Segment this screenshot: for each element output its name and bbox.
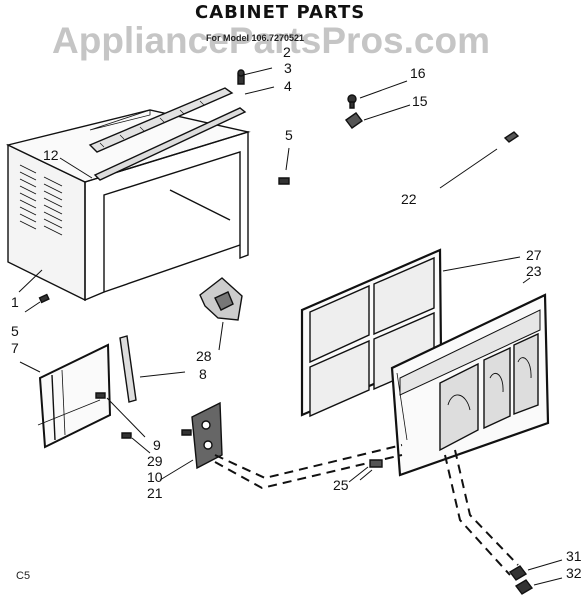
connector-part-25 [360, 460, 382, 480]
callout-23[interactable]: 23 [526, 263, 542, 279]
callout-31[interactable]: 31 [566, 548, 582, 564]
top-rail [95, 108, 245, 180]
screw-part-5-left [25, 294, 49, 312]
watermark: AppliancePartsPros.com [52, 20, 490, 61]
reference-code: C5 [16, 570, 31, 582]
callout-1[interactable]: 1 [11, 294, 19, 310]
callout-2[interactable]: 2 [283, 44, 291, 60]
cabinet-shell [8, 110, 248, 300]
callout-28[interactable]: 28 [196, 348, 212, 364]
control-panel-plate [160, 403, 222, 480]
screws-parts-9-29-10 [96, 393, 150, 453]
callout-22[interactable]: 22 [401, 191, 417, 207]
terminals-parts-31-32 [510, 560, 562, 594]
curtain-strip [120, 336, 136, 402]
clip-part-15 [346, 105, 410, 128]
callout-8[interactable]: 8 [199, 366, 207, 382]
motor-bracket [200, 278, 242, 350]
callout-15[interactable]: 15 [412, 93, 428, 109]
screw-part-16 [348, 81, 407, 108]
callout-10[interactable]: 10 [147, 469, 163, 485]
callout-27[interactable]: 27 [526, 247, 542, 263]
callout-12[interactable]: 12 [43, 147, 59, 163]
callout-3[interactable]: 3 [284, 60, 292, 76]
callout-9[interactable]: 9 [153, 437, 161, 453]
model-subtitle: For Model 106.7270521 [206, 33, 305, 43]
callout-32[interactable]: 32 [566, 565, 582, 581]
screw-part-5-top [279, 148, 289, 184]
callout-29[interactable]: 29 [147, 453, 163, 469]
cabinet-vent-slots [20, 165, 62, 235]
callout-16[interactable]: 16 [410, 65, 426, 81]
screw-part-3 [238, 68, 272, 84]
diagram-title: CABINET PARTS [195, 2, 366, 23]
callout-5-left[interactable]: 5 [11, 323, 19, 339]
callout-25[interactable]: 25 [333, 477, 349, 493]
callout-7[interactable]: 7 [11, 340, 19, 356]
screw-part-22 [440, 132, 518, 188]
foam-gasket-strip [90, 88, 232, 152]
callout-4[interactable]: 4 [284, 78, 292, 94]
side-curtain-panel [20, 345, 110, 447]
callout-5-top[interactable]: 5 [285, 127, 293, 143]
callout-21[interactable]: 21 [147, 485, 163, 501]
wire-harness-dashed [215, 445, 518, 575]
front-grille-panel [392, 278, 548, 475]
